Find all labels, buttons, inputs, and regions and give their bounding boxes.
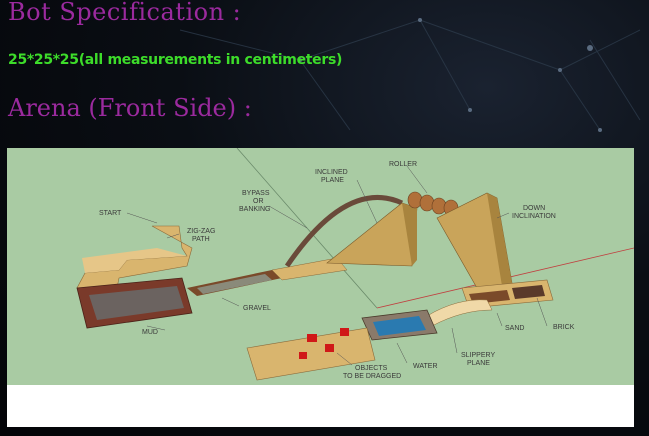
label-brick: BRICK bbox=[553, 324, 575, 331]
label-roller: ROLLER bbox=[389, 161, 417, 168]
bot-dimensions-text: 25*25*25(all measurements in centimeters… bbox=[8, 52, 342, 68]
label-zigzag: ZIG-ZAG bbox=[187, 228, 215, 235]
label-bypass: BYPASS bbox=[242, 190, 270, 197]
label-start: START bbox=[99, 210, 122, 217]
label-objects: OBJECTS bbox=[355, 365, 388, 372]
label-inclination: INCLINATION bbox=[512, 213, 556, 220]
label-mud: MUD bbox=[142, 329, 158, 336]
label-to-be-dragged: TO BE DRAGGED bbox=[343, 373, 401, 380]
label-plane: PLANE bbox=[321, 177, 344, 184]
label-down: DOWN bbox=[523, 205, 545, 212]
figure-caption-area bbox=[7, 385, 634, 427]
arena-diagram: START ZIG-ZAG PATH BYPASS OR BANKING INC… bbox=[7, 148, 634, 385]
bot-specification-heading: Bot Specification : bbox=[8, 0, 241, 26]
label-inclined: INCLINED bbox=[315, 169, 348, 176]
label-gravel: GRAVEL bbox=[243, 305, 271, 312]
arena-drawing: START ZIG-ZAG PATH BYPASS OR BANKING INC… bbox=[7, 148, 634, 385]
label-slippery-plane: PLANE bbox=[467, 360, 490, 367]
label-path: PATH bbox=[192, 236, 210, 243]
label-water: WATER bbox=[413, 363, 438, 370]
arena-front-side-heading: Arena (Front Side) : bbox=[8, 94, 252, 122]
label-banking: BANKING bbox=[239, 206, 271, 213]
label-or: OR bbox=[253, 198, 264, 205]
label-sand: SAND bbox=[505, 325, 524, 332]
label-slippery: SLIPPERY bbox=[461, 352, 495, 359]
